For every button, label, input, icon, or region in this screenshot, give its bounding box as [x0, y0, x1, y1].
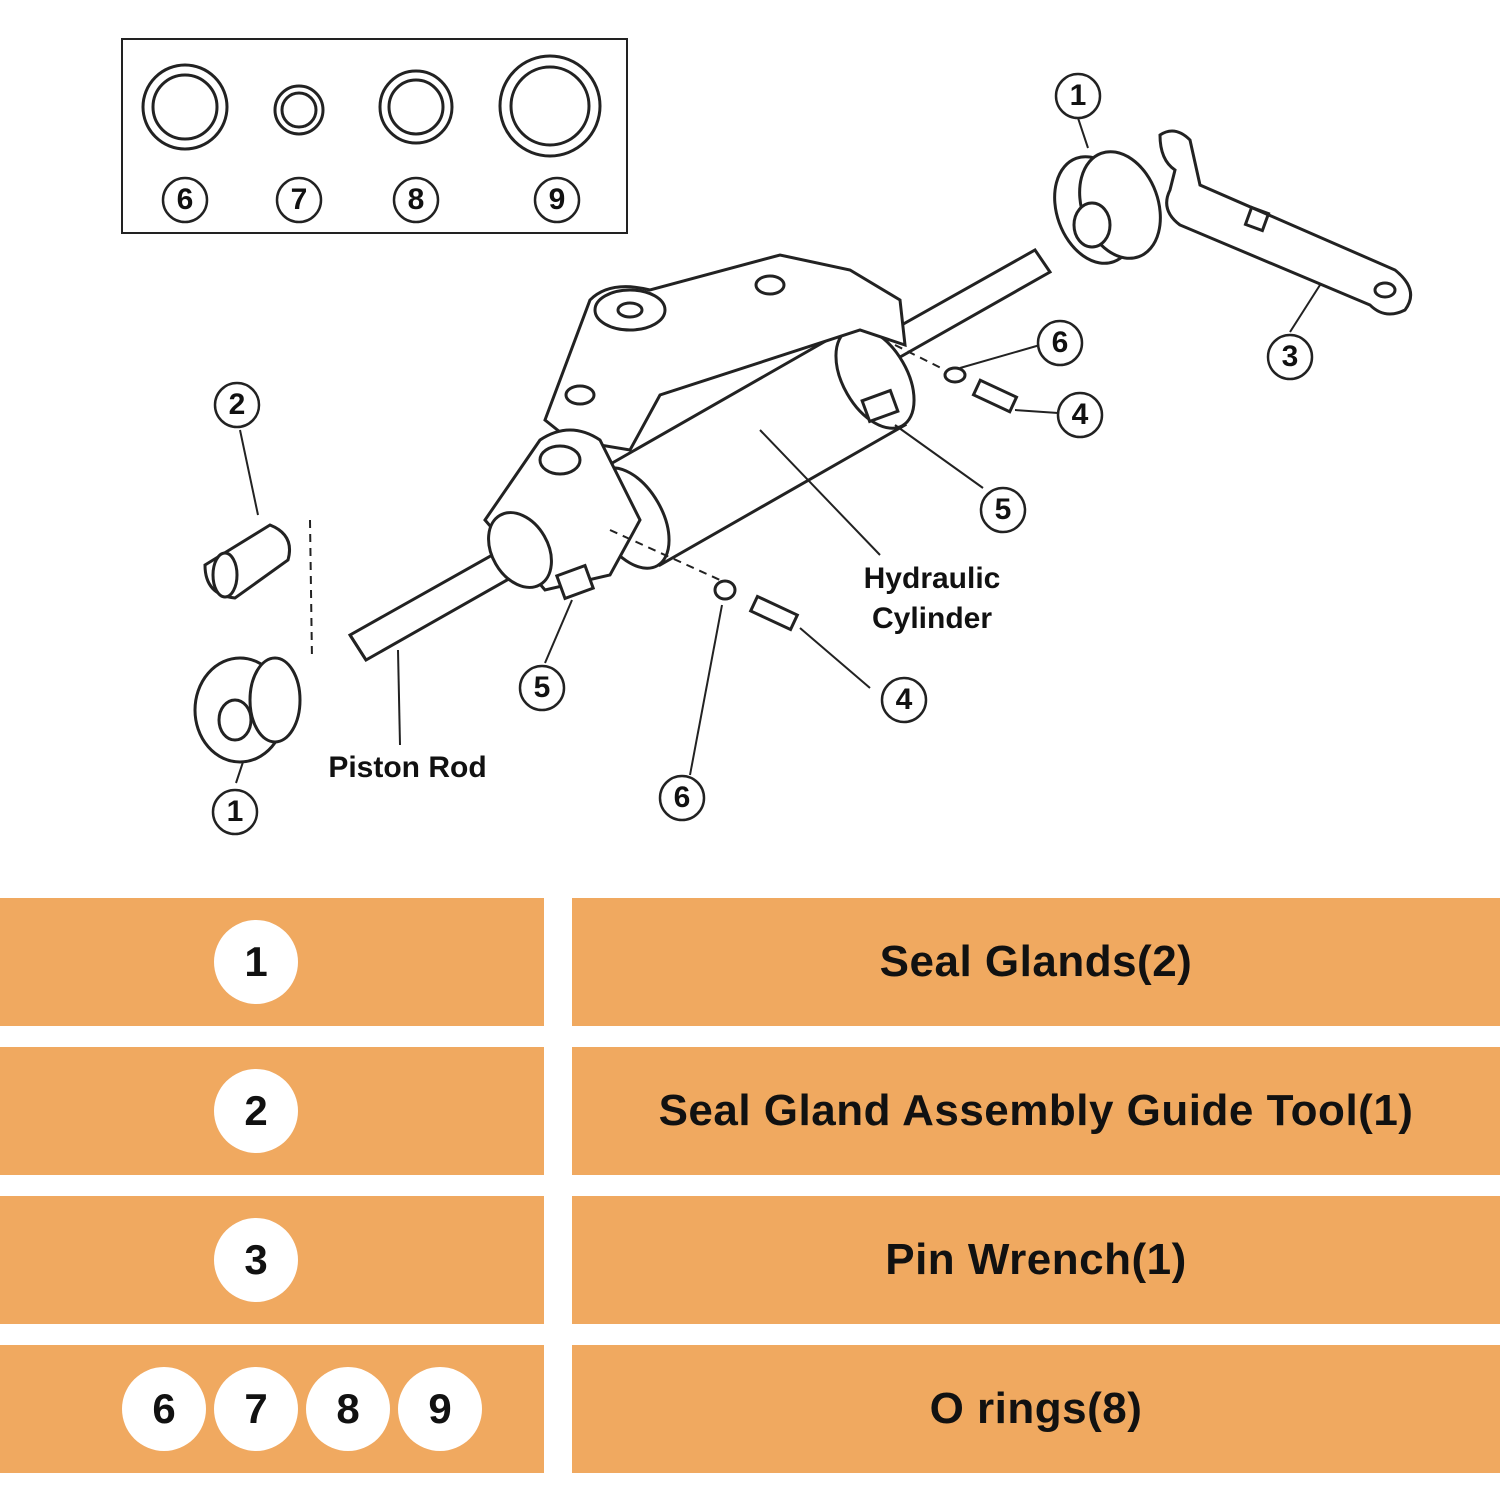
callout-9-box: 9 [548, 183, 566, 216]
diagram-drawing [141, 54, 1413, 836]
hydraulic-cylinder-label-line1: Hydraulic [863, 562, 1001, 595]
callout-1-top: 1 [1069, 79, 1087, 112]
o-ring-7-icon [273, 84, 325, 136]
seal-gland-bottom-icon [193, 656, 302, 764]
callout-2: 2 [228, 388, 246, 421]
parts-row-badge-cell: 2 [0, 1047, 544, 1175]
callout-4-lower: 4 [895, 683, 913, 716]
callout-3: 3 [1281, 340, 1299, 373]
part-badge: 6 [122, 1367, 206, 1451]
guide-tool-icon [203, 523, 291, 600]
o-ring-6-icon [141, 63, 229, 151]
o-ring-inset-box [121, 38, 628, 234]
parts-row-description-cell: Seal Gland Assembly Guide Tool(1) [572, 1047, 1500, 1175]
part-badge: 1 [214, 920, 298, 1004]
end-housing-icon [483, 428, 642, 601]
parts-row-badge-cell: 3 [0, 1196, 544, 1324]
part-description: Seal Glands(2) [879, 937, 1193, 986]
fitting-upper-icon [943, 366, 1019, 414]
part-description: Seal Gland Assembly Guide Tool(1) [658, 1086, 1414, 1135]
callout-6-box: 6 [176, 183, 194, 216]
part-badge: 3 [214, 1218, 298, 1302]
callout-8-box: 8 [407, 183, 425, 216]
hydraulic-cylinder-label-line2: Cylinder [871, 602, 993, 635]
callout-6-lower: 6 [673, 781, 691, 814]
o-ring-9-icon [498, 54, 602, 158]
part-description: O rings(8) [929, 1384, 1143, 1433]
callout-7-box: 7 [290, 183, 308, 216]
o-ring-8-icon [378, 69, 454, 145]
parts-row-4: 6 7 8 9 O rings(8) [0, 1345, 1500, 1473]
parts-row-badge-cell: 6 7 8 9 [0, 1345, 544, 1473]
parts-row-description-cell: Pin Wrench(1) [572, 1196, 1500, 1324]
parts-row-2: 2 Seal Gland Assembly Guide Tool(1) [0, 1047, 1500, 1175]
piston-rod-label: Piston Rod [328, 751, 487, 784]
parts-row-badge-cell: 1 [0, 898, 544, 1026]
callout-1-bottom: 1 [226, 795, 244, 828]
seal-gland-top-icon [1053, 150, 1162, 265]
part-badge: 9 [398, 1367, 482, 1451]
mounting-bracket-icon [543, 253, 907, 452]
parts-row-1: 1 Seal Glands(2) [0, 898, 1500, 1026]
callout-5-lower: 5 [533, 671, 551, 704]
part-badge: 8 [306, 1367, 390, 1451]
parts-row-3: 3 Pin Wrench(1) [0, 1196, 1500, 1324]
part-badge: 7 [214, 1367, 298, 1451]
callout-4-upper: 4 [1071, 398, 1089, 431]
callout-5-upper: 5 [994, 493, 1012, 526]
parts-row-description-cell: Seal Glands(2) [572, 898, 1500, 1026]
part-description: Pin Wrench(1) [885, 1235, 1187, 1284]
part-badge: 2 [214, 1069, 298, 1153]
pin-wrench-icon [1158, 129, 1413, 316]
parts-row-description-cell: O rings(8) [572, 1345, 1500, 1473]
callout-6-upper: 6 [1051, 326, 1069, 359]
fitting-lower-icon [713, 579, 800, 632]
exploded-diagram: 1 1 2 3 4 4 5 5 6 6 6 7 8 9 Hydraulic Cy… [121, 38, 1413, 836]
